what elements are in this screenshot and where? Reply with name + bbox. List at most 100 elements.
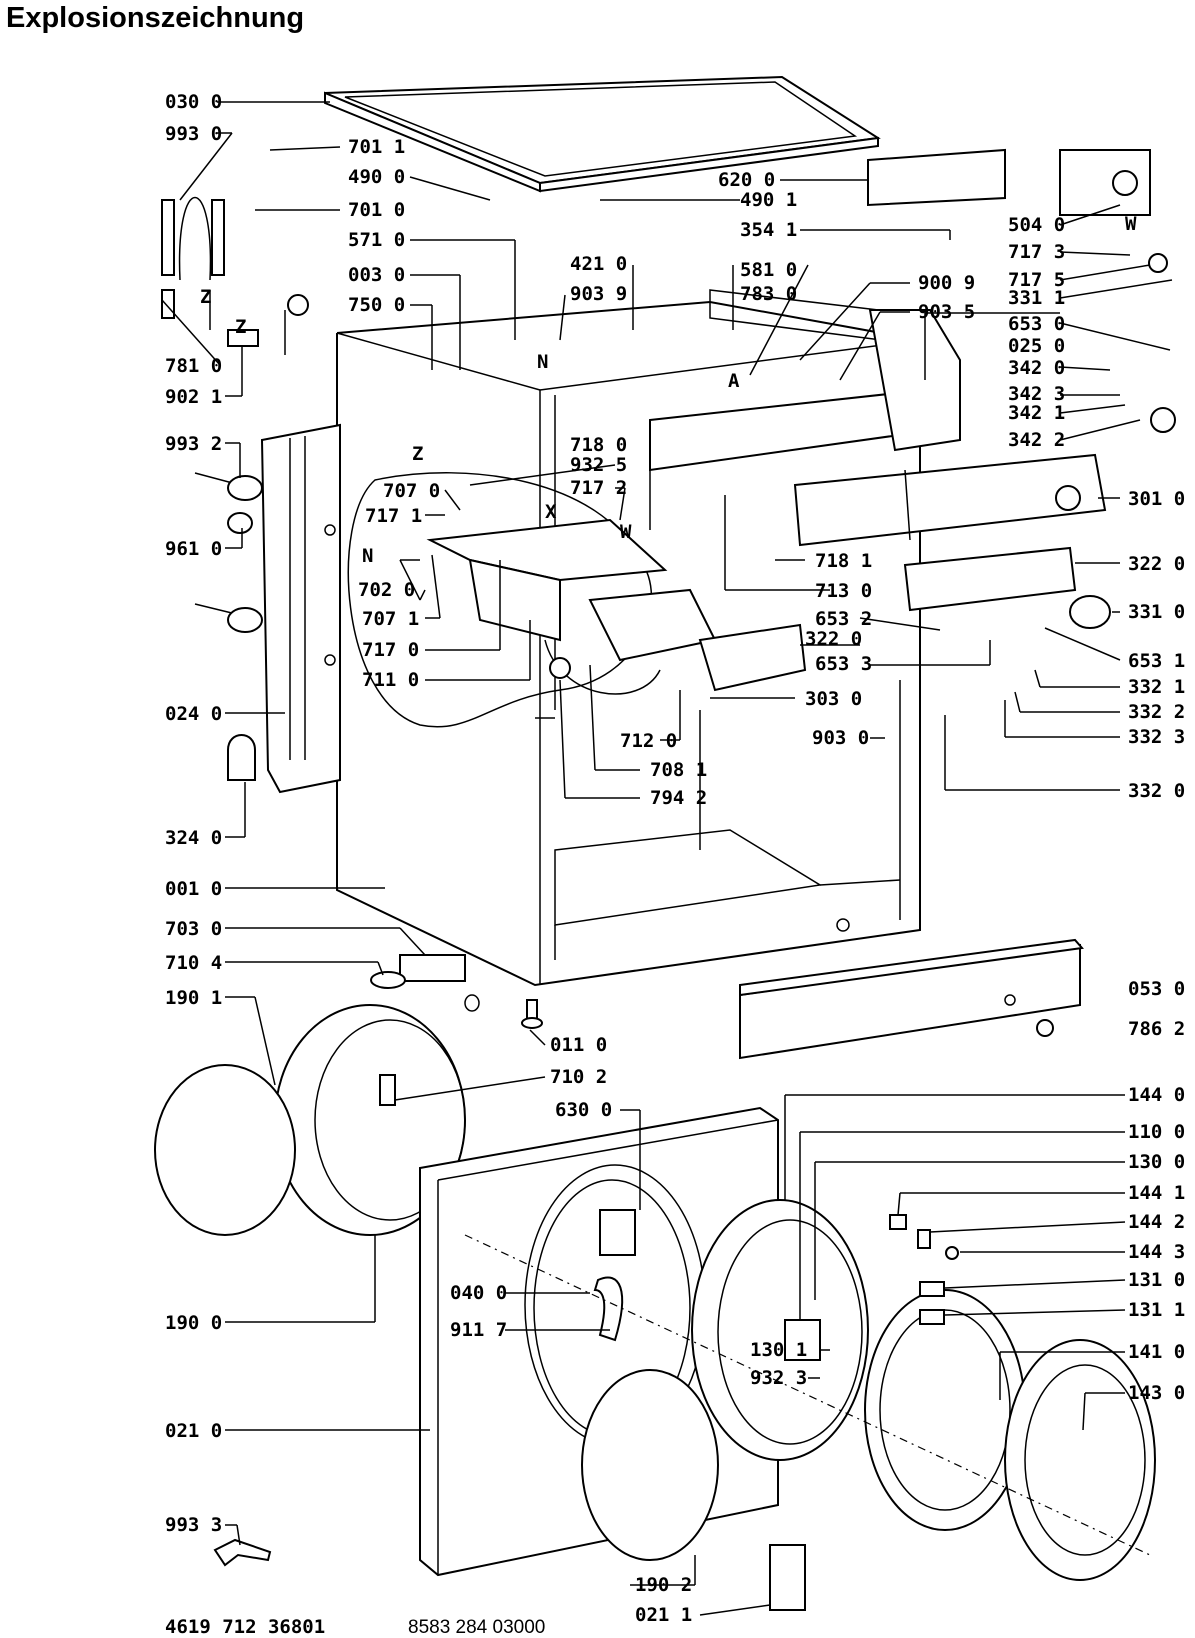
- suspension-springs: [161, 197, 309, 355]
- part-label: 712 0: [620, 730, 677, 752]
- front-plinth: [739, 938, 1084, 1060]
- part-label: 900 9: [918, 272, 975, 294]
- part-label: 030 0: [165, 91, 222, 113]
- part-label: 711 0: [362, 669, 419, 691]
- part-label: 993 2: [165, 433, 222, 455]
- part-label: 331 0: [1128, 601, 1185, 623]
- part-label: 581 0: [740, 259, 797, 281]
- part-label: 903 0: [812, 727, 869, 749]
- part-label: 932 5: [570, 454, 627, 476]
- part-label: 332 1: [1128, 676, 1185, 698]
- footer-drawing-number: 4619 712 36801: [165, 1616, 325, 1638]
- part-label: 322 0: [1128, 553, 1185, 575]
- part-label: 783 0: [740, 283, 797, 305]
- part-label: 131 1: [1128, 1299, 1185, 1321]
- part-label: 303 0: [805, 688, 862, 710]
- part-label: 040 0: [450, 1282, 507, 1304]
- letter-z-2: Z: [235, 316, 246, 338]
- letter-z-1: Z: [200, 286, 211, 308]
- part-label: 332 0: [1128, 780, 1185, 802]
- letter-w-2: W: [1125, 213, 1137, 235]
- part-label: 653 3: [815, 653, 872, 675]
- part-label: 702 0: [358, 579, 415, 601]
- detergent-dispenser: [347, 472, 807, 728]
- top-cover: [324, 75, 881, 193]
- part-label: 143 0: [1128, 1382, 1185, 1404]
- part-label: 701 0: [348, 199, 405, 221]
- part-label: 717 3: [1008, 241, 1065, 263]
- part-label: 903 5: [918, 301, 975, 323]
- shock-absorbers: [194, 472, 263, 781]
- part-label: 708 1: [650, 759, 707, 781]
- part-label: 717 2: [570, 477, 627, 499]
- part-label: 021 1: [635, 1604, 692, 1626]
- part-label: 713 0: [815, 580, 872, 602]
- part-label: 342 0: [1008, 357, 1065, 379]
- leader-lines: [161, 101, 1173, 1616]
- part-label: 710 2: [550, 1066, 607, 1088]
- part-label: 342 1: [1008, 402, 1065, 424]
- part-label: 144 1: [1128, 1182, 1185, 1204]
- back-panel: [260, 423, 341, 794]
- part-label: 025 0: [1008, 335, 1065, 357]
- part-label: 144 3: [1128, 1241, 1185, 1263]
- part-label: 342 2: [1008, 429, 1065, 451]
- part-label: 130 0: [1128, 1151, 1185, 1173]
- part-label: 902 1: [165, 386, 222, 408]
- part-label: 354 1: [740, 219, 797, 241]
- part-label: 190 2: [635, 1574, 692, 1596]
- part-label: 794 2: [650, 787, 707, 809]
- part-label: 504 0: [1008, 214, 1065, 236]
- part-label: 993 3: [165, 1514, 222, 1536]
- part-label: 653 1: [1128, 650, 1185, 672]
- part-label: 053 0: [1128, 978, 1185, 1000]
- part-label: 911 7: [450, 1319, 507, 1341]
- part-label: 130 1: [750, 1339, 807, 1361]
- letter-w-1: W: [620, 521, 632, 543]
- part-label: 331 1: [1008, 287, 1065, 309]
- part-label: 717 5: [1008, 269, 1065, 291]
- part-label: 653 0: [1008, 313, 1065, 335]
- tub-and-drum: [154, 954, 543, 1236]
- part-label: 781 0: [165, 355, 222, 377]
- part-label: 332 3: [1128, 726, 1185, 748]
- part-label: 786 2: [1128, 1018, 1185, 1040]
- part-label: 932 3: [750, 1367, 807, 1389]
- letter-z-3: Z: [412, 443, 423, 465]
- part-label: 717 1: [365, 505, 422, 527]
- part-label: 190 1: [165, 987, 222, 1009]
- part-label: 141 0: [1128, 1341, 1185, 1363]
- misc-small-parts: [213, 1538, 806, 1611]
- part-label: 630 0: [555, 1099, 612, 1121]
- letter-n-2: N: [362, 545, 373, 567]
- part-label: 322 0: [805, 628, 862, 650]
- part-label: 024 0: [165, 703, 222, 725]
- part-label: 703 0: [165, 918, 222, 940]
- part-label: 324 0: [165, 827, 222, 849]
- letter-x: X: [545, 501, 557, 523]
- part-label: 332 2: [1128, 701, 1185, 723]
- part-label: 190 0: [165, 1312, 222, 1334]
- part-label: 144 2: [1128, 1211, 1185, 1233]
- part-label: 301 0: [1128, 488, 1185, 510]
- control-panel: [649, 148, 1176, 629]
- letter-a: A: [728, 370, 740, 392]
- part-label: 490 0: [348, 166, 405, 188]
- footer-document-number: 8583 284 03000: [408, 1617, 545, 1638]
- part-labels: 030 0 993 0 701 1 490 0 701 0 571 0 003 …: [165, 91, 1185, 1626]
- part-label: 718 0: [570, 434, 627, 456]
- page-title: Explosionszeichnung: [6, 2, 305, 34]
- part-label: 110 0: [1128, 1121, 1185, 1143]
- letter-n-1: N: [537, 351, 548, 373]
- part-label: 903 9: [570, 283, 627, 305]
- part-label: 993 0: [165, 123, 222, 145]
- door-assembly: [464, 1199, 1156, 1581]
- part-label: 490 1: [740, 189, 797, 211]
- part-label: 421 0: [570, 253, 627, 275]
- part-label: 717 0: [362, 639, 419, 661]
- part-label: 131 0: [1128, 1269, 1185, 1291]
- part-label: 144 0: [1128, 1084, 1185, 1106]
- part-label: 961 0: [165, 538, 222, 560]
- part-label: 011 0: [550, 1034, 607, 1056]
